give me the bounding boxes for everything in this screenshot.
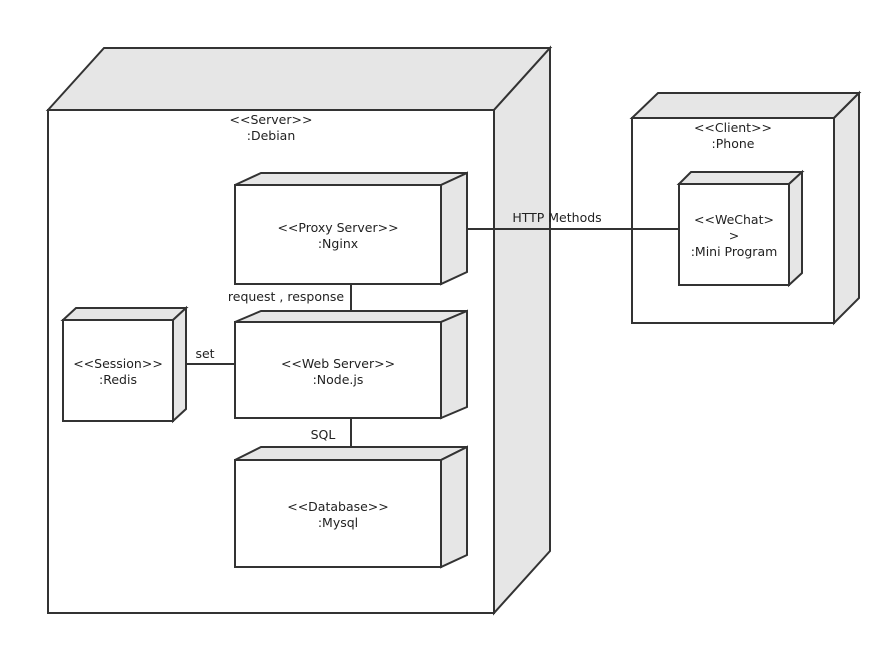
web-server-name: :Node.js <box>313 372 364 387</box>
connector-label-request-response: request , response <box>228 289 345 304</box>
web-server-front-face <box>234 321 442 419</box>
web-server-side-face <box>440 309 468 420</box>
wechat-front-face <box>678 183 790 286</box>
wechat-stereotype-line1: <<WeChat> <box>694 212 774 227</box>
wechat-node: <<WeChat> > :Mini Program <box>676 169 805 288</box>
session-front-face <box>62 319 174 422</box>
wechat-side-face <box>788 169 803 288</box>
web-server-stereotype: <<Web Server>> <box>281 356 395 371</box>
proxy-server-side-face <box>440 171 468 286</box>
web-server-node: <<Web Server>> :Node.js <box>234 309 468 420</box>
server-node-stereotype: <<Server>> <box>230 112 313 127</box>
proxy-server-stereotype: <<Proxy Server>> <box>277 220 398 235</box>
client-node-stereotype: <<Client>> <box>694 120 772 135</box>
proxy-server-front-face <box>234 184 442 285</box>
client-node-name: :Phone <box>712 136 755 151</box>
wechat-top-face <box>676 171 805 185</box>
connector-label-http-methods: HTTP Methods <box>512 210 601 225</box>
server-node-name: :Debian <box>247 128 296 143</box>
session-name: :Redis <box>99 372 137 387</box>
client-node-side-face <box>833 90 860 326</box>
session-stereotype: <<Session>> <box>73 356 163 371</box>
proxy-server-top-face <box>234 172 468 186</box>
session-side-face <box>172 305 187 424</box>
database-stereotype: <<Database>> <box>287 499 389 514</box>
connector-label-sql: SQL <box>311 427 336 442</box>
server-node-top-face <box>45 47 553 111</box>
database-node: <<Database>> :Mysql <box>234 445 468 569</box>
proxy-server-name: :Nginx <box>318 236 358 251</box>
database-front-face <box>234 459 442 568</box>
session-top-face <box>60 307 189 321</box>
proxy-server-node: <<Proxy Server>> :Nginx <box>234 171 468 286</box>
server-node-side-face <box>493 45 551 616</box>
wechat-stereotype-line2: > <box>729 228 739 243</box>
database-name: :Mysql <box>318 515 358 530</box>
database-side-face <box>440 445 468 569</box>
web-server-top-face <box>234 310 468 323</box>
client-node-top-face <box>629 92 862 119</box>
connector-label-set: set <box>195 346 214 361</box>
wechat-name: :Mini Program <box>691 244 778 259</box>
client-node: <<Client>> :Phone <box>629 90 862 326</box>
database-top-face <box>234 446 468 461</box>
session-node: <<Session>> :Redis <box>60 305 189 424</box>
